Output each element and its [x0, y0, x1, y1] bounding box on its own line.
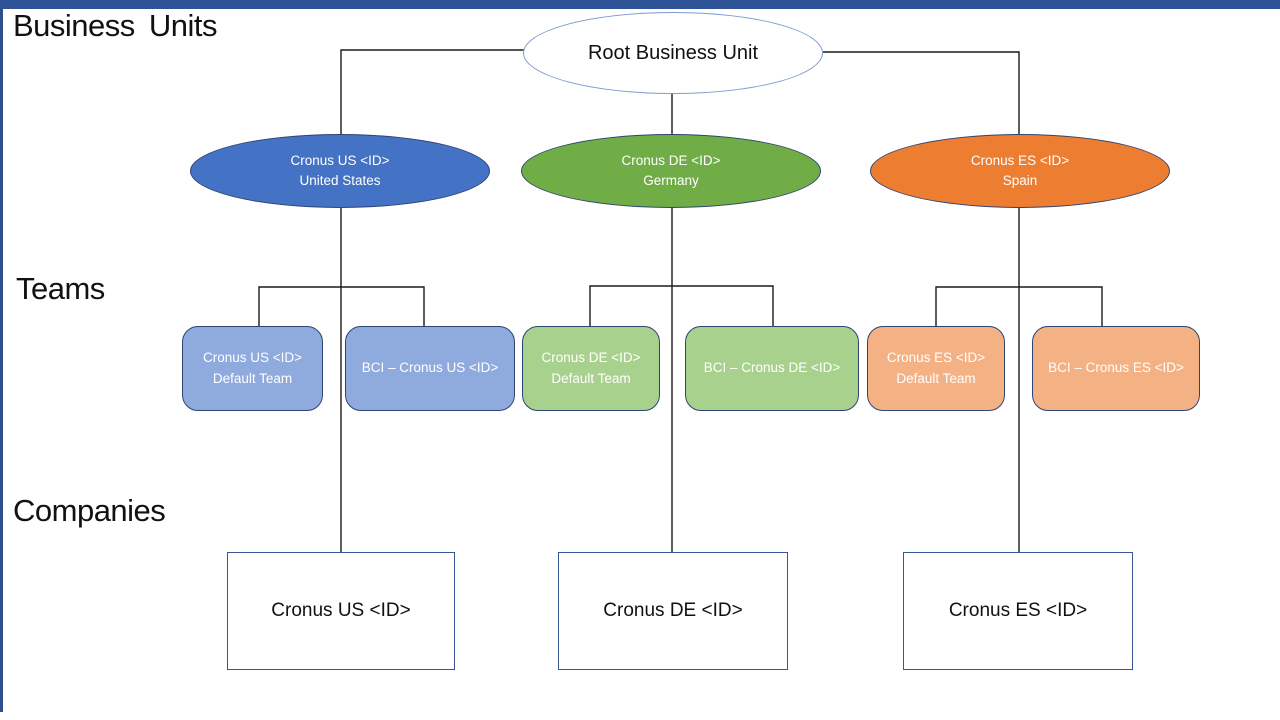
team-label-line1: Cronus DE <ID> — [541, 349, 641, 365]
team-label-line1: Cronus US <ID> — [202, 349, 303, 365]
team-label-line1: BCI – Cronus ES <ID> — [1048, 360, 1184, 376]
company-label: Cronus DE <ID> — [603, 600, 743, 621]
business-unit-country: United States — [299, 173, 381, 188]
business-unit-node-cronus-es: Cronus ES <ID> Spain — [870, 134, 1170, 208]
team-label-line2: Default Team — [896, 370, 976, 386]
root-business-unit-node: Root Business Unit — [523, 12, 823, 94]
business-unit-name: Cronus ES <ID> — [970, 152, 1070, 168]
bottom-accent-bar — [0, 0, 1280, 9]
section-title-business-units: Business Units — [13, 8, 218, 43]
section-title-teams: Teams — [16, 271, 105, 306]
business-unit-name: Cronus US <ID> — [290, 152, 390, 168]
team-node-cronus-es-default: Cronus ES <ID> Default Team — [867, 326, 1005, 411]
company-label: Cronus ES <ID> — [948, 600, 1088, 621]
business-unit-node-cronus-de: Cronus DE <ID> Germany — [521, 134, 821, 208]
connector-es-teams — [935, 286, 1103, 328]
team-node-bci-cronus-de: BCI – Cronus DE <ID> — [685, 326, 859, 411]
team-node-cronus-de-default: Cronus DE <ID> Default Team — [522, 326, 660, 411]
team-label-line1: BCI – Cronus US <ID> — [361, 360, 499, 376]
connector-root-to-es — [823, 51, 1020, 134]
business-unit-country: Germany — [643, 173, 699, 188]
connector-de-teams — [589, 285, 774, 328]
company-node-cronus-es: Cronus ES <ID> — [903, 552, 1133, 670]
left-border-line — [0, 0, 3, 712]
team-node-bci-cronus-es: BCI – Cronus ES <ID> — [1032, 326, 1200, 411]
team-label-line1: BCI – Cronus DE <ID> — [703, 360, 841, 376]
business-unit-country: Spain — [1002, 173, 1038, 188]
business-unit-name: Cronus DE <ID> — [621, 152, 721, 168]
team-label-line2: Default Team — [551, 370, 631, 386]
section-title-companies: Companies — [13, 493, 166, 528]
company-label: Cronus US <ID> — [271, 600, 411, 621]
business-unit-node-cronus-us: Cronus US <ID> United States — [190, 134, 490, 208]
connector-root-to-us — [340, 49, 524, 134]
root-business-unit-label: Root Business Unit — [587, 41, 759, 64]
team-node-cronus-us-default: Cronus US <ID> Default Team — [182, 326, 323, 411]
team-label-line2: Default Team — [212, 370, 293, 386]
team-label-line1: Cronus ES <ID> — [886, 349, 986, 365]
company-node-cronus-de: Cronus DE <ID> — [558, 552, 788, 670]
team-node-bci-cronus-us: BCI – Cronus US <ID> — [345, 326, 515, 411]
company-node-cronus-us: Cronus US <ID> — [227, 552, 455, 670]
connector-us-teams — [258, 286, 425, 328]
